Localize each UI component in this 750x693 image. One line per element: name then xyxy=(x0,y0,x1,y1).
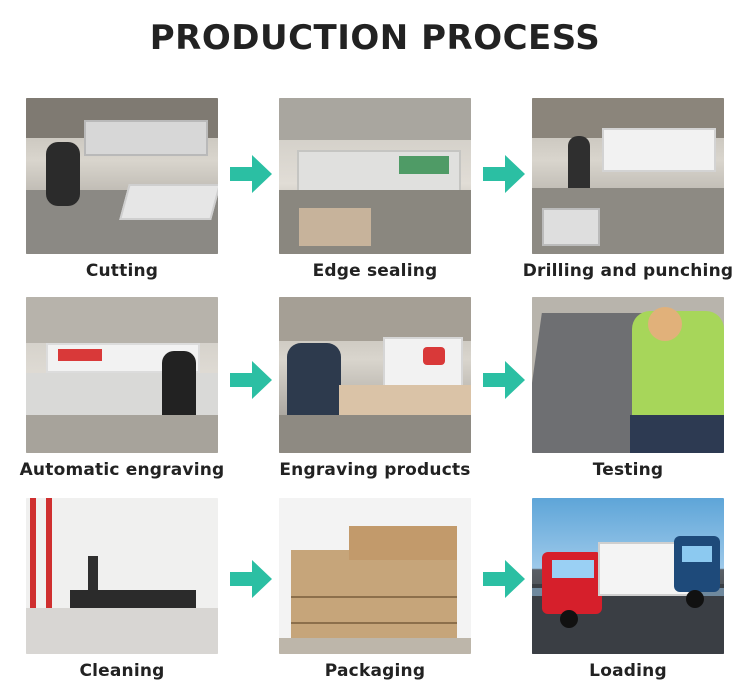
step-loading: Loading xyxy=(532,498,724,681)
step-engraving-products: Engraving products xyxy=(279,297,471,480)
drilling-and-punching-photo xyxy=(532,98,724,254)
right-arrow-icon xyxy=(228,151,274,197)
automatic-engraving-photo xyxy=(26,297,218,453)
step-label: Drilling and punching xyxy=(522,261,734,281)
right-arrow-icon xyxy=(481,556,527,602)
testing-photo xyxy=(532,297,724,453)
right-arrow-icon xyxy=(228,556,274,602)
cleaning-photo xyxy=(26,498,218,654)
step-packaging: Packaging xyxy=(279,498,471,681)
step-drilling-and-punching: Drilling and punching xyxy=(523,98,733,281)
step-label: Cleaning xyxy=(79,661,165,681)
cutting-photo xyxy=(26,98,218,254)
right-arrow-icon xyxy=(481,357,527,403)
right-arrow-icon xyxy=(228,357,274,403)
page-title: PRODUCTION PROCESS xyxy=(149,18,601,58)
step-label: Cutting xyxy=(85,261,159,281)
step-cutting: Cutting xyxy=(26,98,218,281)
step-label: Automatic engraving xyxy=(19,460,225,480)
engraving-products-photo xyxy=(279,297,471,453)
step-automatic-engraving: Automatic engraving xyxy=(20,297,224,480)
step-label: Engraving products xyxy=(279,460,471,480)
step-label: Edge sealing xyxy=(312,261,438,281)
loading-photo xyxy=(532,498,724,654)
step-label: Loading xyxy=(589,661,667,681)
step-label: Packaging xyxy=(324,661,426,681)
step-cleaning: Cleaning xyxy=(26,498,218,681)
right-arrow-icon xyxy=(481,151,527,197)
step-edge-sealing: Edge sealing xyxy=(279,98,471,281)
step-testing: Testing xyxy=(532,297,724,480)
packaging-photo xyxy=(279,498,471,654)
edge-sealing-photo xyxy=(279,98,471,254)
step-label: Testing xyxy=(592,460,664,480)
